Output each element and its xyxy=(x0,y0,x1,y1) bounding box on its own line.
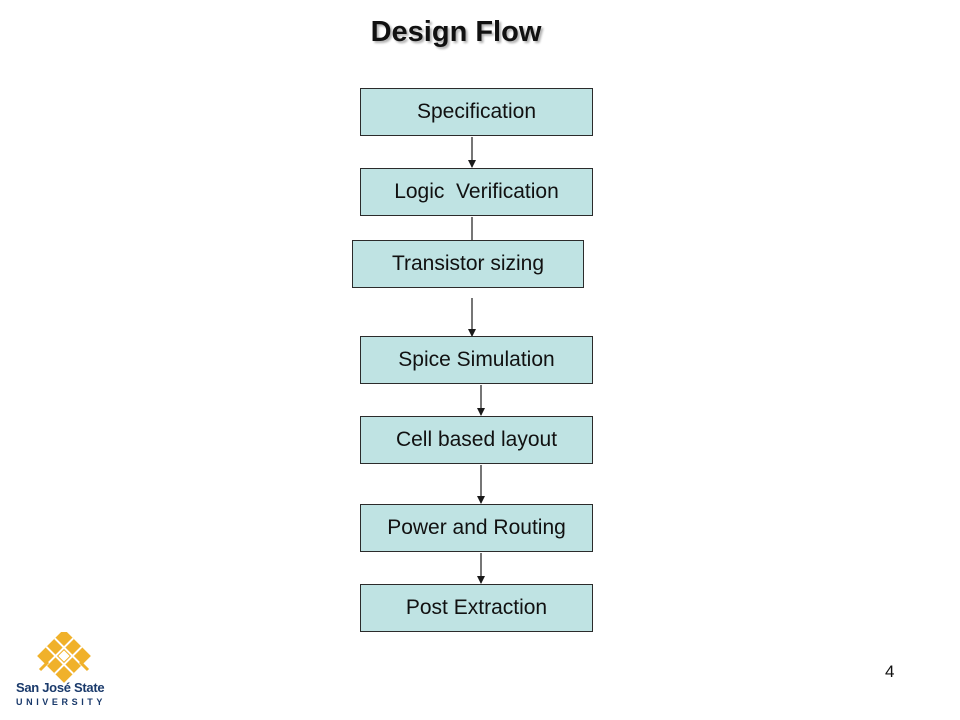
page-number: 4 xyxy=(885,662,895,681)
logo-text-university: UNIVERSITY xyxy=(16,697,107,707)
flow-box-post-extraction: Post Extraction xyxy=(360,584,593,632)
slide-title: Design Flow xyxy=(370,16,542,48)
university-logo-icon xyxy=(37,632,91,683)
flow-box-logic-verification: Logic Verification xyxy=(360,168,593,216)
flow-box-specification: Specification xyxy=(360,88,593,136)
logo-text-san-jose-state: San José State xyxy=(16,680,105,695)
flow-box-power-and-routing: Power and Routing xyxy=(360,504,593,552)
flow-box-spice-simulation: Spice Simulation xyxy=(360,336,593,384)
flow-box-transistor-sizing: Transistor sizing xyxy=(352,240,584,288)
flow-box-cell-based-layout: Cell based layout xyxy=(360,416,593,464)
